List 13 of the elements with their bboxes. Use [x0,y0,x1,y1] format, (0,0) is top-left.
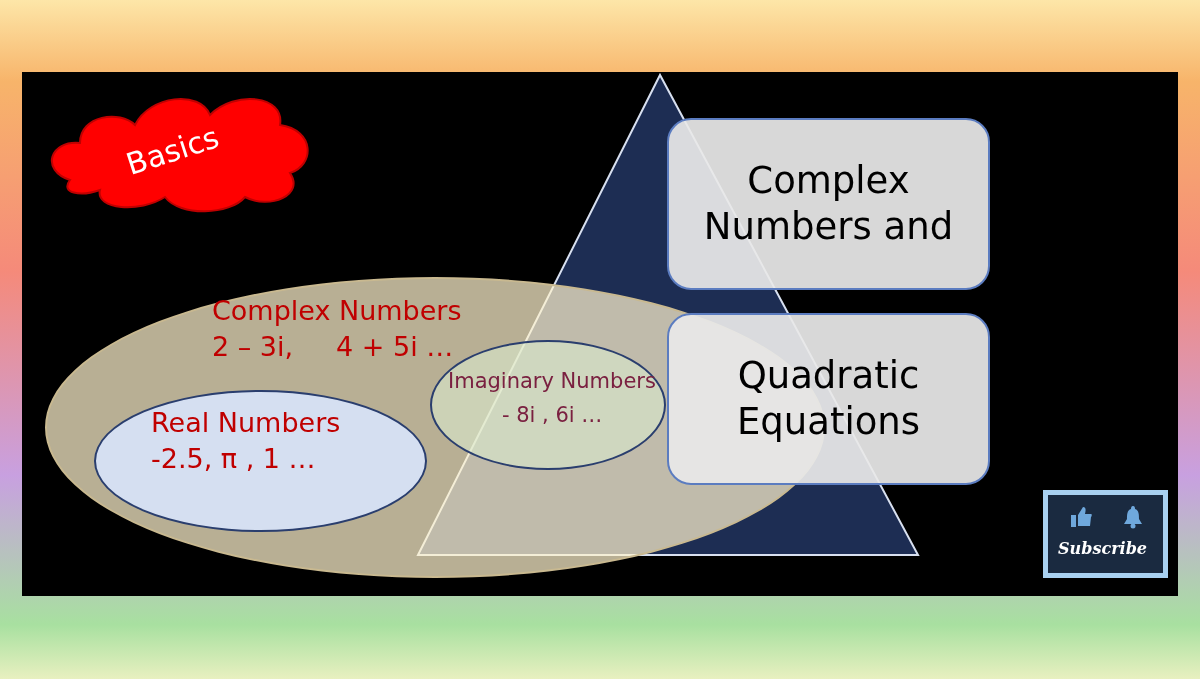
rounded-box [667,118,990,290]
box-title: Complex Numbers and [702,158,955,250]
rounded-box [667,313,990,485]
set-title: Complex Numbers [212,294,462,328]
subscribe-label: Subscribe [1058,539,1147,558]
set-title: Real Numbers [151,406,341,440]
cloud-label: Basics [121,119,224,182]
box-title: Quadratic Equations [735,353,922,445]
set-examples: -2.5, π , 1 … [151,442,316,476]
set-title: Imaginary Numbers [448,368,656,395]
set-examples: - 8i , 6i … [502,402,603,429]
subscribe-badge [1043,490,1168,578]
set-examples: 2 – 3i, 4 + 5i … [212,330,454,364]
